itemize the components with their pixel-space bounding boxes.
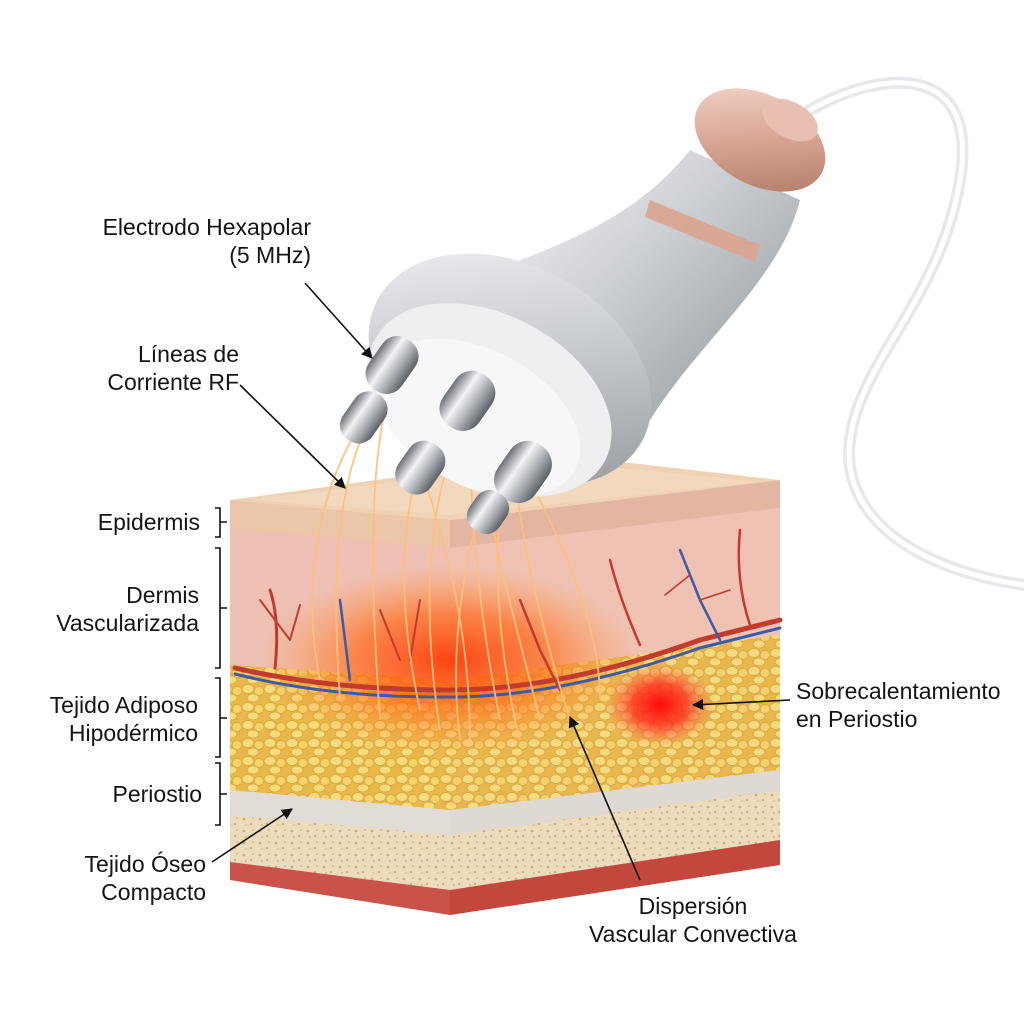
electrode-tip-icon [365,336,419,394]
overheating-hotspot [605,663,715,747]
electrode-tip-icon [466,489,510,535]
muscle-layer [230,862,450,915]
label-adipose: Tejido Adiposo Hipodérmico [49,692,198,746]
tissue-block-icon [230,455,783,915]
label-bone: Tejido Óseo Compacto [84,851,206,905]
label-overheating: Sobrecalentamiento en Periostio [796,678,1001,732]
label-electrode: Electrodo Hexapolar (5 MHz) [102,214,311,268]
periosteum-layer [230,790,450,835]
leader-lines [211,282,791,881]
electrode-tip-icon [395,440,446,495]
electrode-tip-icon [339,391,388,444]
bone-layer [230,815,450,890]
electrode-tip-icon [439,370,496,431]
label-periosteum: Periostio [112,781,202,807]
heat-zone [260,565,640,755]
cable-icon [804,76,1024,591]
label-dermis: Dermis Vascularizada [56,582,199,636]
label-epidermis: Epidermis [97,509,200,535]
label-dispersion: Dispersión Vascular Convectiva [589,893,797,947]
electrode-tips [339,336,552,535]
electrode-tip-icon [494,440,552,504]
label-rf-lines: Líneas de Corriente RF [107,341,239,395]
layer-brackets [215,507,227,826]
